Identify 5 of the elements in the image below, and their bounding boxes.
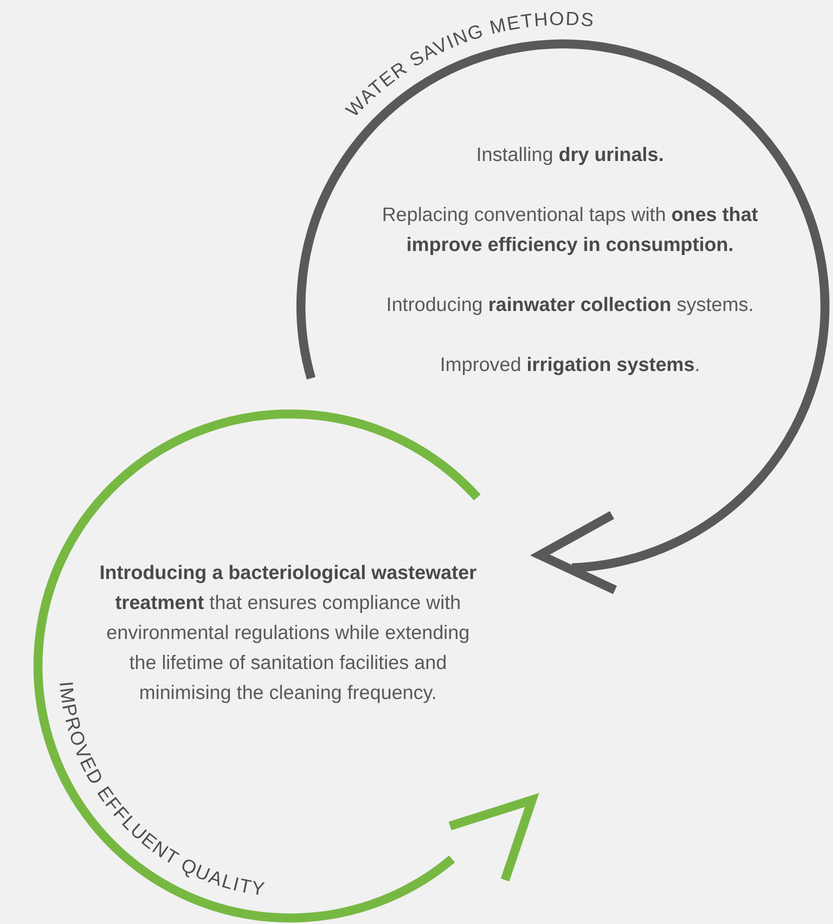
- description-text: Installing dry urinals.: [475, 143, 665, 168]
- description-text: Replacing conventional taps with ones that improve efficiency in consumption.: [380, 203, 760, 258]
- description-text: Improved irrigation systems.: [438, 353, 702, 378]
- description-text: Introducing a bacteriological wastewater treatment that ensures compliance with environmental regulations while extending the lifetime of sanitation facilities and minimising the cleaning frequency.: [99, 561, 478, 704]
- description-text: Introducing rainwater collection systems.: [385, 293, 755, 318]
